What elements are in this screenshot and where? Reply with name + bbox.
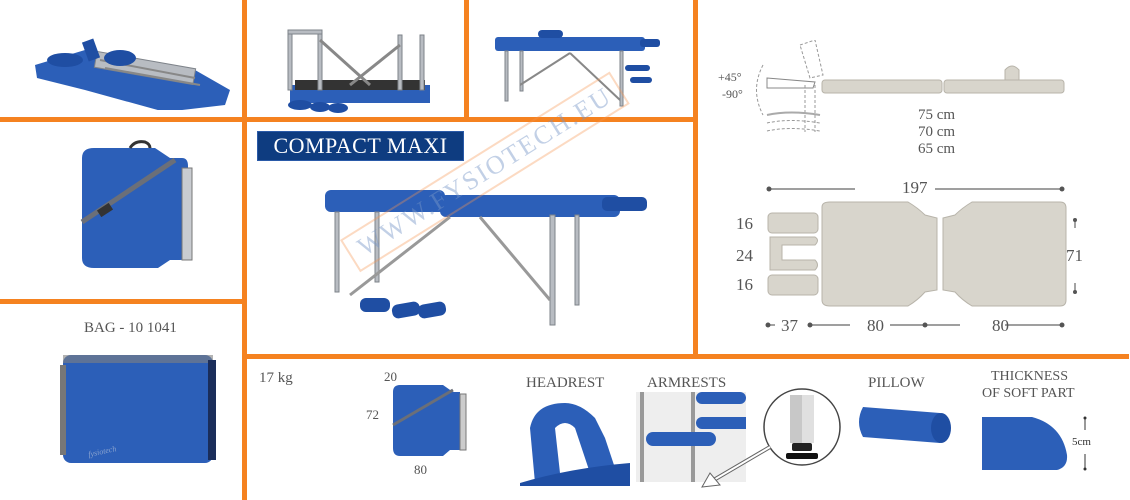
gallery-folded-flat-view bbox=[25, 20, 235, 112]
divider-v-right bbox=[693, 0, 698, 358]
length-seg-2: 80 bbox=[867, 316, 884, 335]
pillow-svg bbox=[859, 407, 951, 443]
folded-dims-image bbox=[388, 380, 478, 460]
arrow-pointer bbox=[700, 445, 775, 490]
frame-image bbox=[287, 29, 430, 113]
divider-v-mid bbox=[464, 0, 469, 120]
gallery-assembled-side-view bbox=[490, 25, 670, 110]
thickness-label-line2: OF SOFT PART bbox=[982, 386, 1075, 401]
armrests-label: ARMRESTS bbox=[647, 375, 727, 391]
main-product-image bbox=[320, 185, 650, 335]
assembled-table-image bbox=[495, 30, 660, 107]
divider-h-bottom bbox=[242, 354, 1129, 359]
height-3: 65 cm bbox=[918, 141, 956, 157]
length-seg-3: 80 bbox=[992, 316, 1009, 335]
leveling-foot-detail bbox=[762, 387, 842, 467]
dimension-arrow-icon bbox=[1083, 416, 1087, 471]
divider-h-top bbox=[0, 117, 698, 122]
folded-length-label: 80 bbox=[414, 462, 427, 477]
foot-zoom-svg bbox=[763, 388, 841, 466]
divider-h-left bbox=[0, 299, 247, 304]
folded-height-label: 72 bbox=[366, 407, 379, 422]
side-profile-svg bbox=[756, 39, 1065, 132]
divider-v-left bbox=[242, 0, 247, 500]
headrest-label: HEADREST bbox=[526, 375, 605, 391]
folded-depth-label: 20 bbox=[384, 369, 397, 384]
carry-bag-image bbox=[60, 355, 216, 463]
length-seg-1: 37 bbox=[781, 316, 798, 335]
headrest-seg-3: 16 bbox=[736, 275, 753, 294]
product-title: COMPACT MAXI bbox=[257, 131, 464, 161]
armrests-image bbox=[636, 392, 761, 482]
angle-down-label: -90° bbox=[722, 87, 743, 101]
headrest-image bbox=[520, 398, 630, 486]
massage-table-image bbox=[325, 190, 647, 326]
thickness-value: 5cm bbox=[1072, 436, 1091, 448]
thickness-label-line1: THICKNESS bbox=[991, 369, 1069, 384]
top-view-svg bbox=[757, 186, 1077, 328]
bag-image bbox=[58, 345, 218, 465]
width-label: 71 bbox=[1066, 246, 1083, 265]
folded-case-image bbox=[80, 140, 193, 268]
armrests-svg bbox=[636, 392, 761, 482]
angle-up-label: +45° bbox=[718, 70, 742, 84]
top-view-diagram bbox=[757, 180, 1100, 340]
thickness-image bbox=[982, 415, 1072, 475]
folded-table-image bbox=[35, 38, 230, 112]
weight-label: 17 kg bbox=[259, 370, 293, 386]
thickness-dim-arrow bbox=[1080, 416, 1090, 471]
headrest-svg bbox=[520, 403, 630, 486]
gallery-folded-case-view bbox=[70, 140, 200, 280]
soft-part-svg bbox=[982, 417, 1068, 470]
total-length-label: 197 bbox=[902, 178, 928, 197]
bag-label: BAG - 10 1041 bbox=[84, 320, 177, 336]
pillow-image bbox=[855, 405, 955, 455]
folded-case-small-image bbox=[392, 385, 467, 456]
side-profile-diagram bbox=[745, 39, 1075, 140]
arrow-icon bbox=[701, 445, 772, 488]
headrest-seg-2: 24 bbox=[736, 246, 753, 265]
height-2: 70 cm bbox=[918, 124, 956, 140]
height-1: 75 cm bbox=[918, 107, 956, 123]
headrest-seg-1: 16 bbox=[736, 214, 753, 233]
gallery-unfolding-frame-view bbox=[270, 25, 440, 115]
pillow-label: PILLOW bbox=[868, 375, 925, 391]
